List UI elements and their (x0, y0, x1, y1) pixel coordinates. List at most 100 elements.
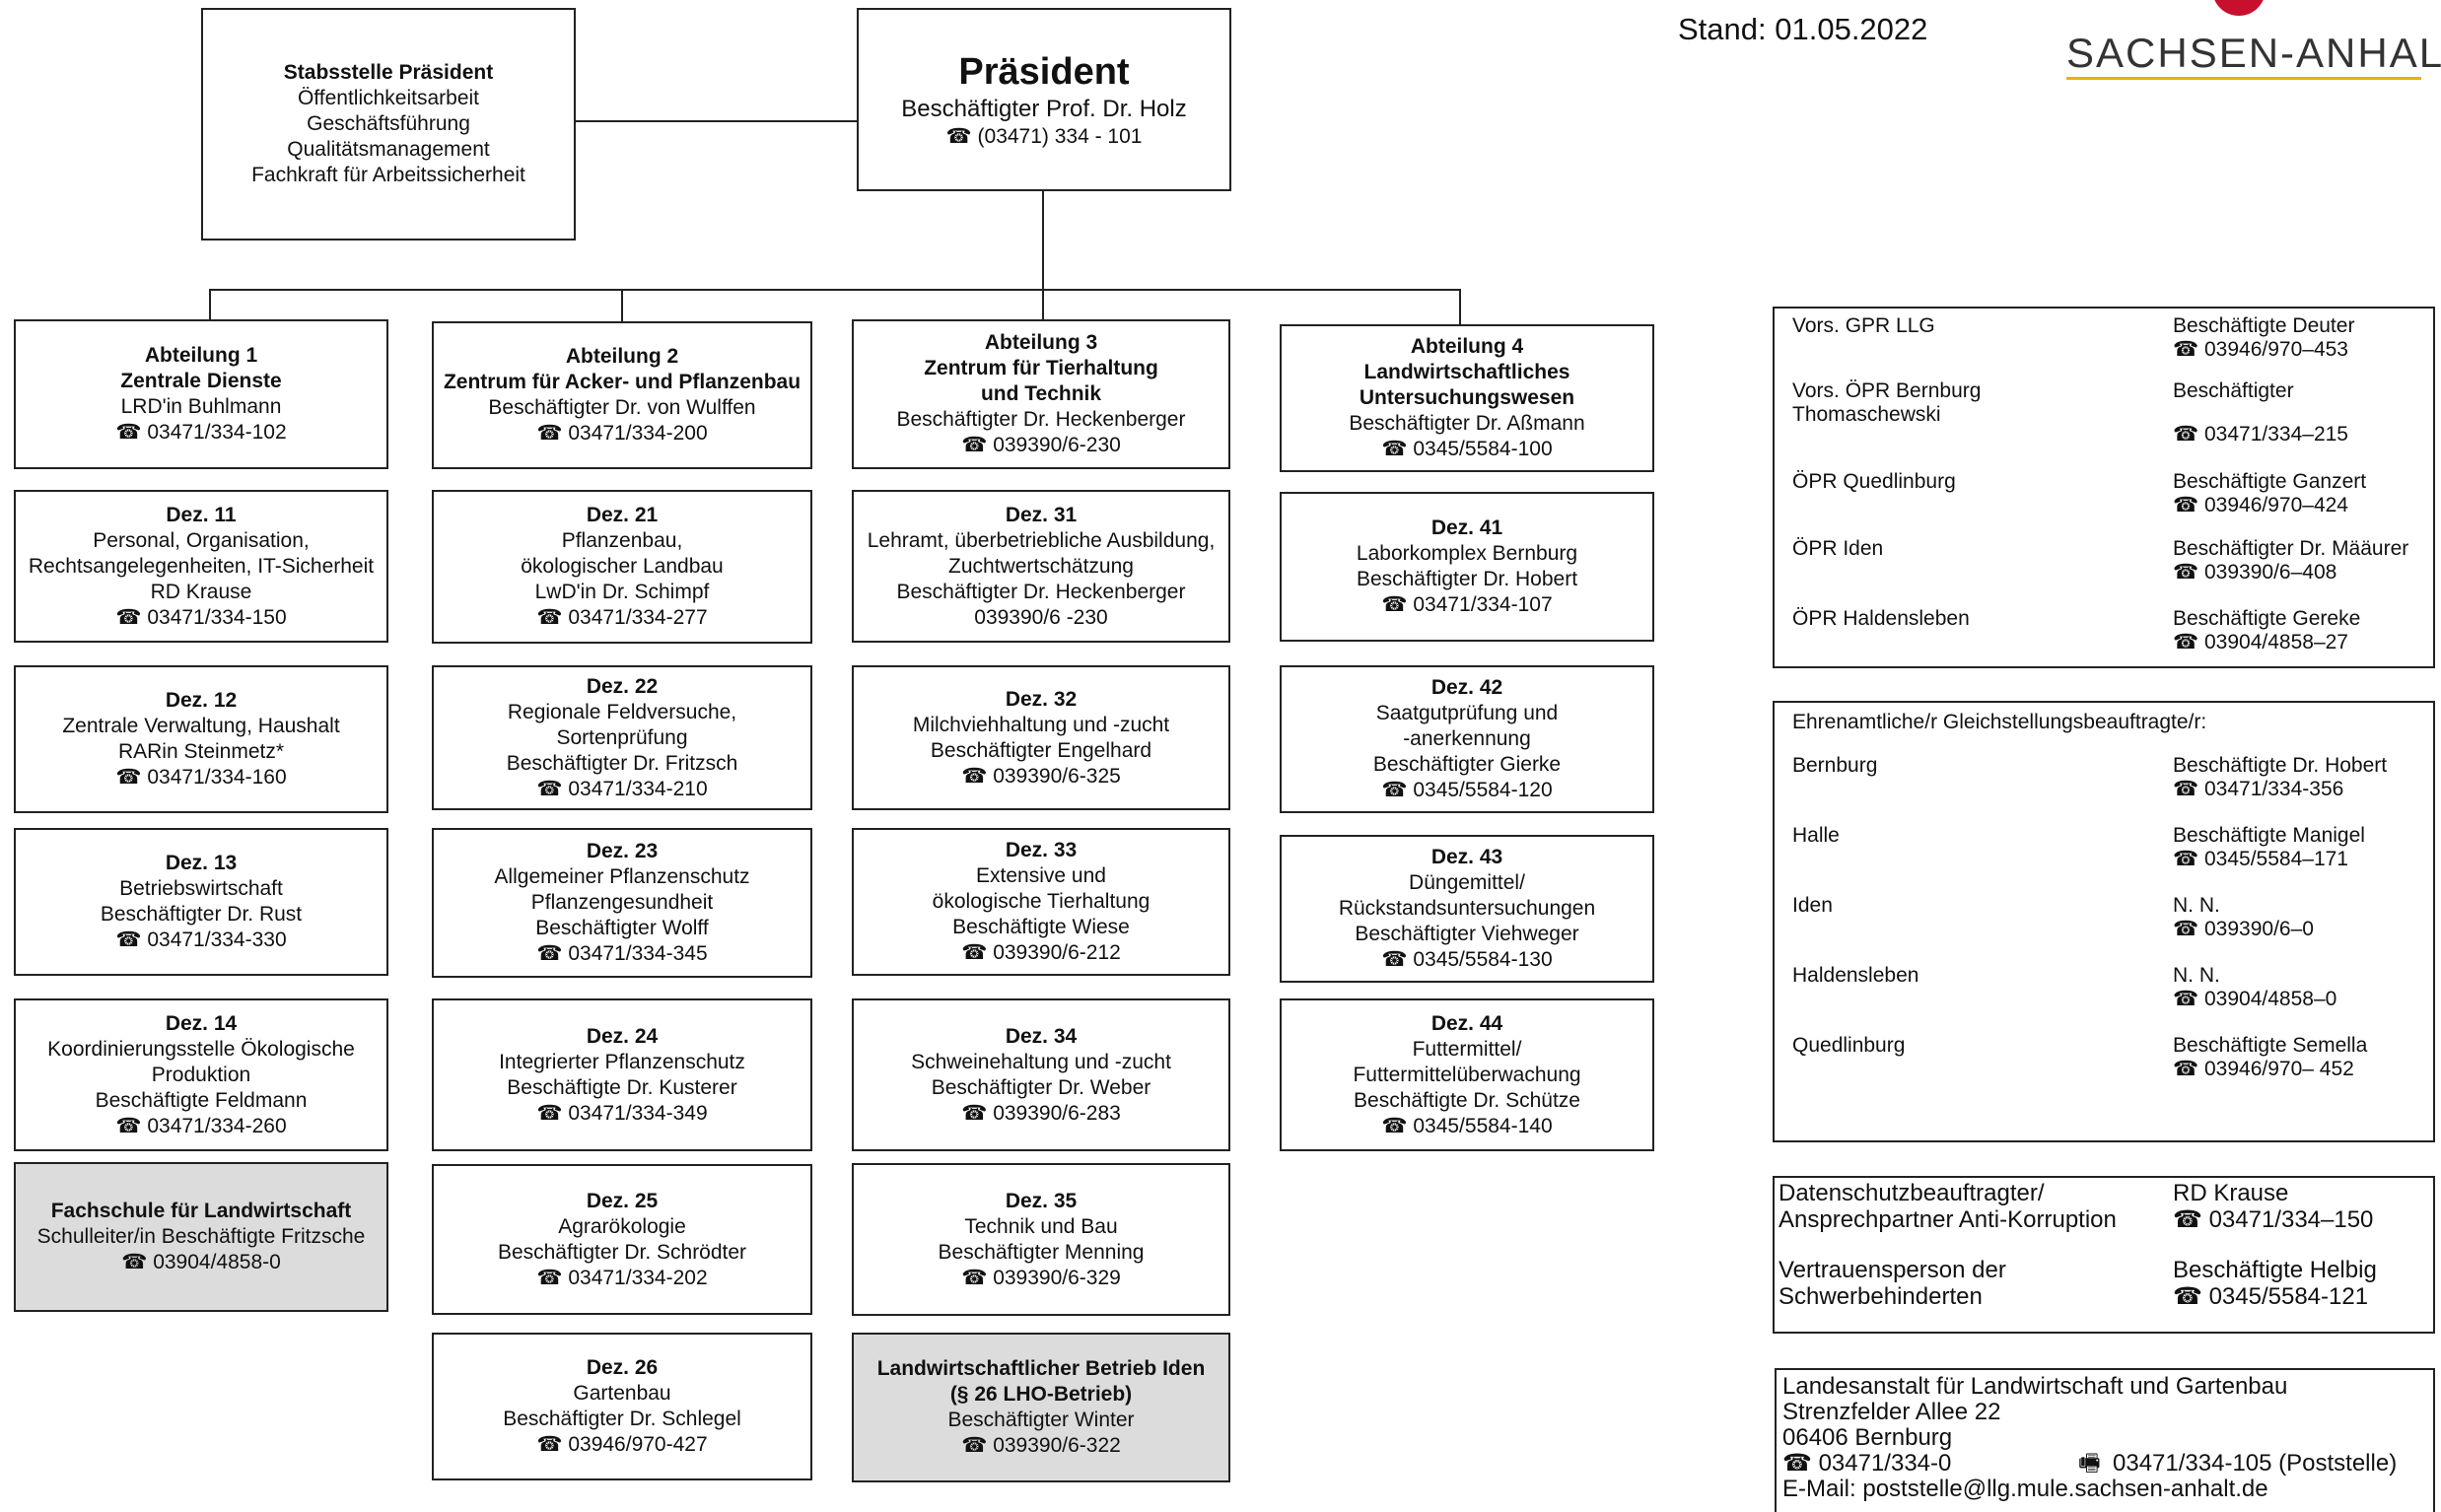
unit-line: ökologische Tierhaltung (932, 890, 1151, 913)
unit-title: Dez. 41 (1430, 516, 1503, 539)
personalrat-name: Beschäftigter Dr. Määurer (2173, 537, 2409, 560)
unit-line: Beschäftigter Dr. Rust (100, 903, 303, 926)
unit-title: Dez. 13 (165, 852, 238, 874)
unit-line: Schweinehaltung und -zucht (911, 1050, 1171, 1073)
unit-line: Allgemeiner Pflanzenschutz (494, 865, 750, 888)
unit-title: Dez. 34 (1005, 1024, 1078, 1048)
unit-line: Extensive und (976, 864, 1106, 887)
beauftragte-phone: 03471/334–150 (2173, 1206, 2374, 1233)
abteilung-head-phone: 03471/334-102 (115, 420, 286, 446)
dezernat-box: Dez. 33 Extensive und ökologische Tierhalt… (852, 828, 1230, 976)
gleichstellung-contact: Beschäftigte Semella03946/970– 452 (2173, 1034, 2367, 1081)
logo-text: SACHSEN-ANHALT (2066, 30, 2441, 76)
unit-line: Beschäftigte Dr. Kusterer (507, 1075, 737, 1099)
unit-title: Dez. 35 (1005, 1189, 1078, 1212)
personalrat-contact: Beschäftigte Deuter03946/970–453 (2173, 314, 2354, 362)
unit-line: RD Krause (150, 580, 252, 603)
unit-line: Beschäftigte Wiese (952, 916, 1130, 938)
personalrat-label-line: ÖPR Iden (1792, 537, 1884, 560)
beauftragte-label-line: Ansprechpartner Anti-Korruption (1778, 1206, 2117, 1233)
unit-title: Dez. 42 (1430, 676, 1503, 699)
unit-phone: 039390/6-329 (961, 1266, 1121, 1291)
gleichstellung-place: Quedlinburg (1792, 1034, 1906, 1057)
gleichstellung-contact: Beschäftigte Manigel0345/5584–171 (2173, 824, 2365, 871)
unit-title: Dez. 32 (1005, 687, 1078, 711)
unit-phone: 03471/334-277 (536, 605, 707, 631)
personalrat-label: ÖPR Quedlinburg (1792, 470, 1956, 494)
unit-phone: 03471/334-260 (115, 1114, 286, 1139)
abteilung-subtitle: Zentrale Dienste (120, 370, 282, 392)
unit-line: Düngemittel/ (1409, 871, 1525, 894)
unit-title: Dez. 33 (1005, 839, 1078, 861)
unit-line: Zuchtwertschätzung (948, 554, 1134, 578)
unit-line: Personal, Organisation, (93, 528, 310, 552)
beauftragte-phone: 0345/5584-121 (2173, 1283, 2377, 1310)
unit-phone: 0345/5584-130 (1381, 947, 1552, 973)
beauftragte-label: Datenschutzbeauftragter/Ansprechpartner … (1778, 1180, 2117, 1233)
abteilung-head-name: Beschäftigter Dr. Heckenberger (896, 408, 1186, 431)
unit-phone: 0345/5584-140 (1381, 1114, 1552, 1139)
connector-horizontal (209, 289, 1461, 291)
beauftragte-contact: RD Krause03471/334–150 (2173, 1180, 2373, 1233)
gleichstellung-name: N. N. (2173, 964, 2220, 987)
unit-line: Beschäftigter Gierke (1372, 753, 1562, 776)
unit-phone: 03471/334-160 (115, 765, 286, 790)
unit-title: Landwirtschaftlicher Betrieb Iden (876, 1357, 1206, 1380)
abteilung-subtitle: und Technik (980, 382, 1102, 405)
address-street: Strenzfelder Allee 22 (1782, 1399, 2001, 1425)
unit-line: Technik und Bau (964, 1214, 1118, 1238)
unit-line: Schulleiter/in Beschäftigte Fritzsche (36, 1225, 366, 1248)
abteilung-head-name: LRD'in Buhlmann (120, 395, 282, 418)
personalrat-contact: Beschäftigte Gereke03904/4858–27 (2173, 607, 2360, 654)
address-org: Landesanstalt für Landwirtschaft und Gar… (1782, 1373, 2288, 1400)
gleichstellung-place: Bernburg (1792, 754, 1878, 777)
address-panel: Landesanstalt für Landwirtschaft und Gar… (1775, 1368, 2435, 1512)
unit-line: LwD'in Dr. Schimpf (534, 581, 710, 603)
gleichstellung-name: Beschäftigte Dr. Hobert (2173, 754, 2388, 777)
abteilung-title: Abteilung 4 (1410, 335, 1524, 358)
personalrat-label: ÖPR Haldensleben (1792, 607, 1970, 631)
facility-box: Landwirtschaftlicher Betrieb Iden(§ 26 L… (852, 1333, 1230, 1482)
gleichstellung-name: Beschäftigte Semella (2173, 1034, 2368, 1057)
unit-phone: 039390/6-322 (961, 1433, 1121, 1459)
personalrat-contact: Beschäftigte Ganzert03946/970–424 (2173, 470, 2366, 517)
personalrat-label-line: ÖPR Quedlinburg (1792, 470, 1956, 493)
beauftragte-name: RD Krause (2173, 1180, 2289, 1206)
gleichstellung-name: N. N. (2173, 894, 2220, 917)
unit-title: Dez. 43 (1430, 846, 1503, 868)
unit-line: Beschäftigter Engelhard (930, 738, 1152, 762)
abteilung-subtitle: Zentrum für Acker- und Pflanzenbau (443, 371, 802, 393)
fax-icon: 🖷 (2078, 1450, 2101, 1477)
unit-phone: 03471/334-210 (536, 777, 707, 802)
beauftragte-contact: Beschäftigte Helbig0345/5584-121 (2173, 1257, 2377, 1310)
unit-title: Dez. 14 (165, 1011, 238, 1035)
stand-date: Stand: 01.05.2022 (1678, 12, 1928, 46)
connector-abt4 (1459, 289, 1461, 324)
unit-phone: 03904/4858-0 (121, 1250, 281, 1275)
unit-title: Dez. 21 (586, 504, 659, 526)
address-email[interactable]: E-Mail: poststelle@llg.mule.sachsen-anha… (1782, 1476, 2268, 1502)
president-box: Präsident Beschäftigter Prof. Dr. Holz (… (857, 8, 1231, 191)
beauftragte-label-line: Schwerbehinderten (1778, 1283, 1983, 1310)
personalrat-name: Beschäftigte Gereke (2173, 607, 2361, 630)
abteilung-title: Abteilung 2 (565, 345, 679, 368)
coat-of-arms-icon (2212, 0, 2266, 16)
connector-abt1 (209, 289, 211, 320)
gleichstellung-place: Haldensleben (1792, 964, 1919, 987)
unit-line: Zentrale Verwaltung, Haushalt (62, 715, 340, 737)
unit-phone: 0345/5584-120 (1381, 778, 1552, 803)
abteilung-2-head: Abteilung 2 Zentrum für Acker- und Pflanz… (432, 321, 812, 469)
unit-line: Rückstandsuntersuchungen (1338, 897, 1596, 920)
personalrat-contact: Beschäftigter03471/334–215 (2173, 379, 2348, 447)
